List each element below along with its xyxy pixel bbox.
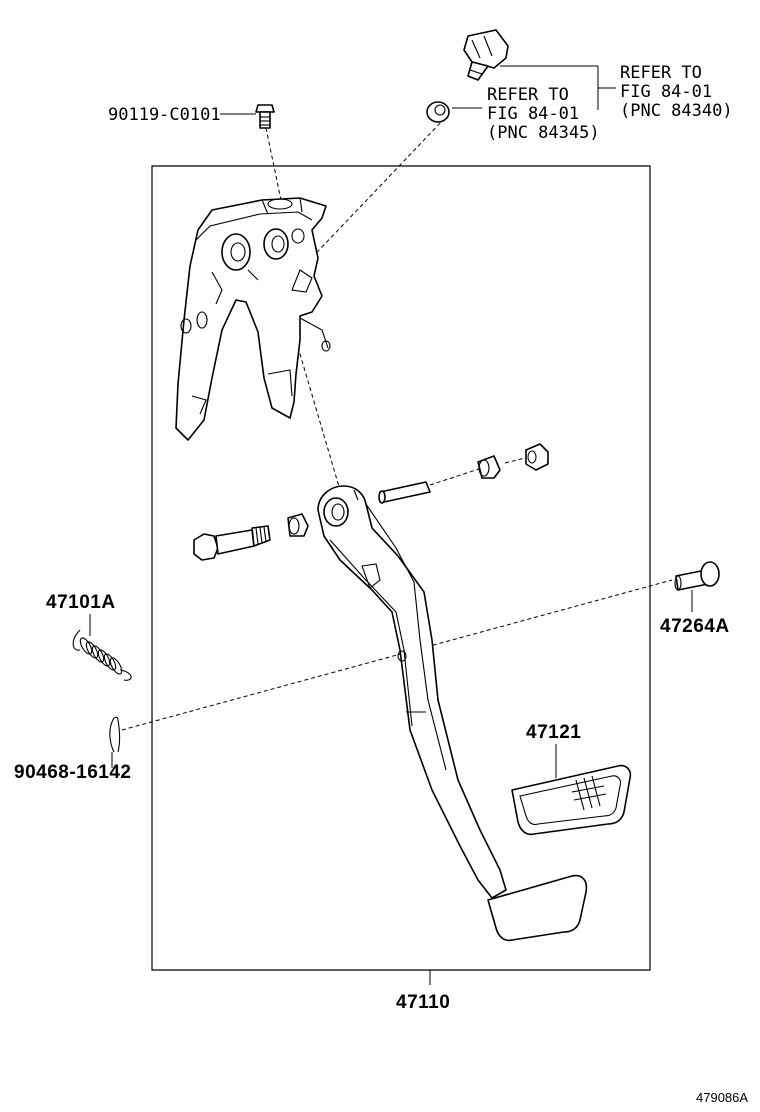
bushing-icon [287,513,309,537]
bracket-icon [175,197,331,441]
label-spring: 47101A [46,592,116,613]
label-pad: 47121 [526,722,581,743]
pedal-pad-icon [511,764,632,836]
collar-icon [378,481,431,504]
cushion-icon [426,101,450,123]
label-refer-right-2: FIG 84-01 [620,82,712,102]
nut-icon [525,443,549,471]
label-refer-right-1: REFER TO [620,63,702,83]
label-pin: 47264A [660,616,730,637]
pin-icon [674,561,720,591]
switch-icon [463,29,509,81]
label-figure-id: 479086A [696,1090,748,1105]
label-bolt: 90119-C0101 [108,105,221,125]
label-clip: 90468-16142 [14,762,132,783]
assembly-frame [151,165,651,985]
pedal-arm-icon [317,485,507,899]
label-refer-right-3: (PNC 84340) [620,101,733,121]
pedal-foot-icon [487,874,588,942]
spring-icon [72,629,132,681]
refer-leaders [452,65,616,110]
clip-icon [109,716,121,753]
bolt-icon [255,104,275,129]
label-refer-left-2: FIG 84-01 [487,104,579,124]
label-refer-left-1: REFER TO [487,85,569,105]
label-pedal: 47110 [396,992,450,1013]
label-refer-left-3: (PNC 84345) [487,123,600,143]
shaft-bolt-icon [193,525,271,561]
bushing-right-icon [477,455,501,479]
